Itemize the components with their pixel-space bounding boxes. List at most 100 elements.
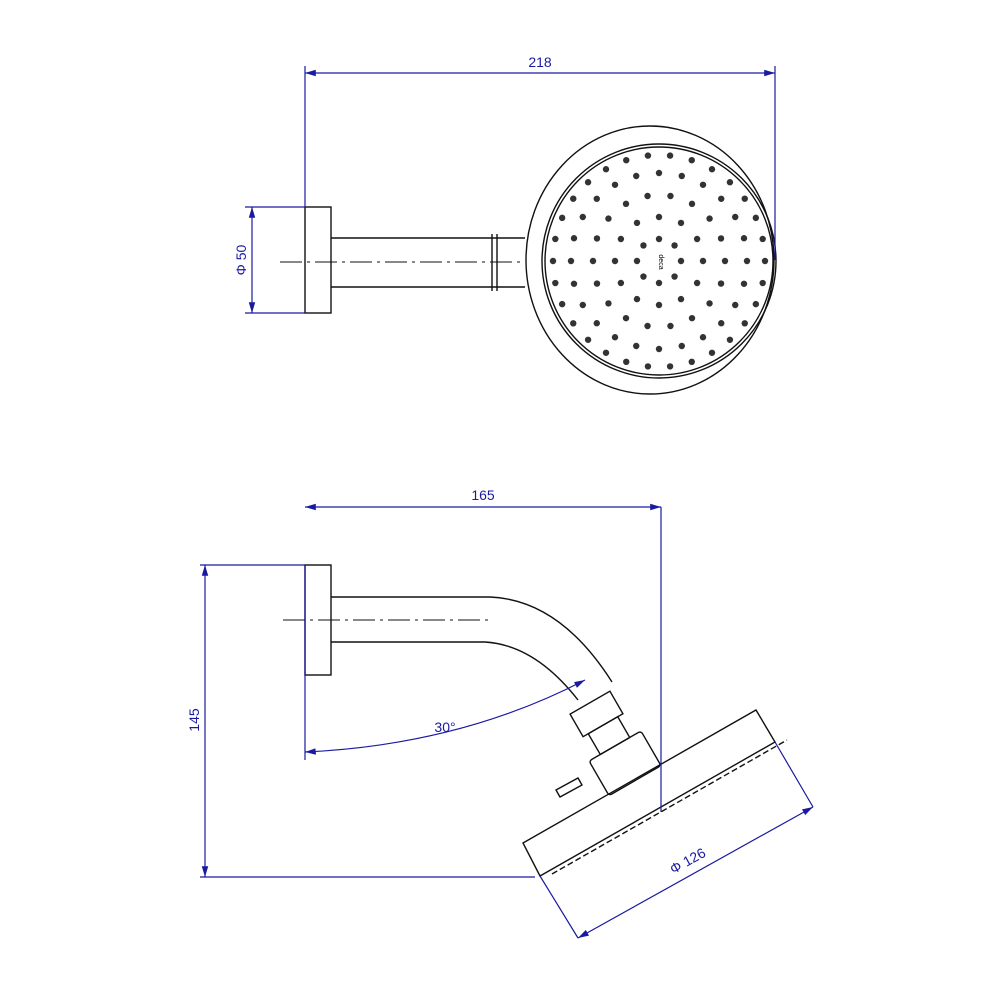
nozzle: [579, 301, 586, 309]
nozzle: [558, 300, 566, 308]
nozzle: [693, 279, 701, 287]
nozzle: [633, 342, 640, 350]
nozzle: [640, 242, 647, 249]
nozzle: [593, 280, 601, 287]
nozzle: [617, 279, 625, 287]
shower-head-side: [522, 709, 776, 877]
head-outer-rim: [525, 125, 775, 395]
nozzle: [593, 195, 600, 202]
nozzle: [667, 192, 674, 200]
extension-lines: [200, 507, 814, 939]
nozzle: [622, 200, 630, 208]
nozzle: [678, 172, 685, 180]
nozzle: [640, 273, 647, 280]
nozzle: [617, 235, 625, 243]
nozzle: [677, 257, 685, 265]
extension-lines: [245, 66, 776, 314]
nozzle: [706, 300, 713, 307]
nozzle: [671, 273, 678, 280]
nozzle: [655, 169, 663, 177]
nozzle: [726, 179, 734, 186]
nozzle: [633, 295, 641, 303]
nozzle: [671, 242, 678, 249]
nozzle: [741, 195, 748, 202]
nozzle: [688, 156, 695, 164]
nozzle: [633, 257, 641, 265]
height-dimension-label: 145: [186, 708, 202, 732]
nozzle: [678, 342, 685, 350]
nozzle: [584, 179, 592, 186]
nozzle: [741, 320, 748, 327]
nozzle: [584, 336, 592, 343]
nozzle: [740, 280, 748, 287]
nozzle: [602, 349, 610, 356]
nozzle: [667, 322, 674, 330]
nozzle: [567, 257, 575, 265]
nozzle: [655, 279, 663, 287]
nozzle: [552, 279, 559, 287]
nozzle: [718, 195, 725, 202]
top-view: deca 218 Φ 50: [233, 54, 777, 395]
nozzle: [570, 235, 578, 242]
nozzle: [579, 213, 586, 221]
nozzle: [726, 336, 734, 343]
projection-dimension-label: 165: [471, 487, 495, 503]
nozzle: [589, 257, 597, 265]
angle-arc: [304, 679, 586, 755]
nozzle: [708, 349, 716, 356]
nozzle: [752, 300, 760, 308]
curved-shower-arm: [331, 596, 613, 701]
nozzle: [611, 257, 619, 265]
nozzle: [622, 314, 630, 322]
head-face-inner: [544, 146, 774, 376]
nozzle: [743, 257, 751, 265]
nozzle: [732, 213, 739, 221]
nozzle: [655, 213, 663, 221]
nozzle: [721, 257, 729, 265]
nozzle: [623, 156, 630, 164]
nozzle: [644, 363, 652, 370]
nozzle: [570, 280, 578, 287]
nozzle: [633, 172, 640, 180]
nozzle: [611, 334, 619, 341]
flange-dimension-label: Φ 50: [233, 244, 249, 275]
head-face: [541, 143, 777, 379]
nozzle: [644, 192, 651, 200]
nozzle: [655, 235, 663, 243]
angle-label: 30°: [434, 719, 455, 735]
nozzle: [666, 363, 674, 370]
nozzle: [708, 166, 716, 173]
nozzle: [602, 166, 610, 173]
nozzle: [611, 181, 619, 188]
nozzle: [706, 215, 713, 222]
nozzle: [732, 301, 739, 309]
nozzle: [677, 295, 685, 303]
head-diameter-line: [577, 806, 814, 939]
nozzle: [693, 235, 701, 243]
wall-flange: [304, 206, 332, 314]
nozzle: [688, 200, 696, 208]
nozzle: [655, 301, 663, 309]
nozzle: [623, 358, 630, 366]
nozzle: [752, 214, 760, 222]
connector-tab: [555, 777, 583, 798]
nozzle: [552, 235, 559, 243]
nozzle: [558, 214, 566, 222]
width-dimension-label: 218: [528, 54, 552, 70]
nozzle: [570, 195, 577, 202]
nozzle: [688, 358, 695, 366]
nozzle: [717, 235, 725, 242]
nozzle: [655, 345, 663, 353]
brand-logo: deca: [657, 254, 664, 269]
nozzle: [740, 235, 748, 242]
nozzle: [570, 320, 577, 327]
head-diameter-label: Φ 126: [667, 844, 709, 877]
nozzle: [717, 280, 725, 287]
nozzle: [549, 257, 557, 265]
nozzle: [605, 300, 612, 307]
nozzle: [677, 219, 685, 227]
nozzle: [605, 215, 612, 222]
nozzle: [699, 334, 707, 341]
